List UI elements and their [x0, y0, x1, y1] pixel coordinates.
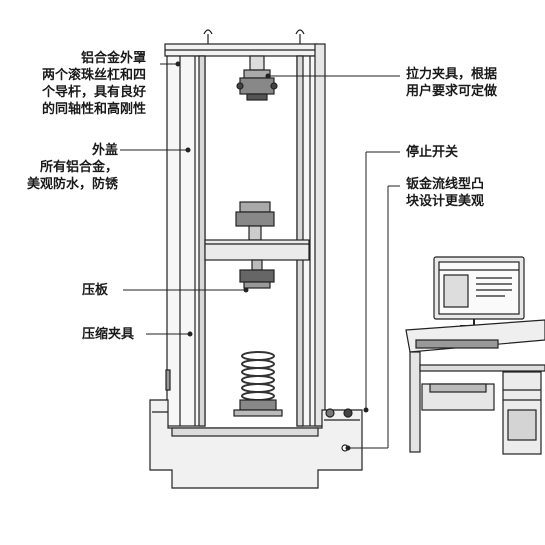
label-stop: 停止开关: [406, 145, 459, 160]
label-tension: 拉力夹具，根据 用户要求可定做: [406, 66, 497, 100]
stop-switch: [343, 408, 353, 418]
control-knob: [325, 408, 335, 418]
machine-base: [149, 399, 363, 489]
label-shell-line2: 两个滚珠丝杠和四: [41, 68, 146, 83]
platen: [239, 259, 275, 289]
label-shell-line4: 的同轴性和高刚性: [41, 102, 146, 117]
label-shell-line1: 铝合金外罩: [80, 51, 146, 66]
label-sheetmetal: 钣金流线型凸 块设计更美观: [406, 176, 484, 210]
label-tension-line1: 拉力夹具，根据: [406, 67, 498, 82]
keyboard: [415, 339, 499, 349]
label-sheetmetal-line1: 钣金流线型凸: [406, 177, 485, 192]
label-cover-line3: 美观防水，防锈: [26, 177, 118, 192]
label-shell-line3: 个导杆，具有良好: [41, 85, 146, 100]
label-shell: 铝合金外罩 两个滚珠丝杠和四 个导杆，具有良好 的同轴性和高刚性: [0, 50, 146, 118]
label-platen: 压板: [82, 283, 109, 298]
label-tension-line2: 用户要求可定做: [406, 84, 498, 99]
label-cover-line2: 所有铝合金，: [39, 160, 118, 175]
label-cover: 外盖 所有铝合金， 美观防水，防锈: [0, 142, 118, 193]
moving-crosshead: [204, 239, 310, 261]
side-shell: [314, 43, 326, 427]
lift-hook-right: [295, 29, 305, 44]
label-compression: 压缩夹具: [82, 327, 135, 342]
lower-fixture: [235, 201, 275, 241]
computer-desk: [405, 256, 545, 455]
lower-plate: [239, 399, 277, 411]
tension-fixture: [236, 55, 278, 101]
compression-spring: [241, 351, 275, 401]
lift-hook-left: [203, 29, 213, 44]
label-cover-line1: 外盖: [91, 143, 118, 158]
label-sheetmetal-line2: 块设计更美观: [406, 194, 485, 209]
